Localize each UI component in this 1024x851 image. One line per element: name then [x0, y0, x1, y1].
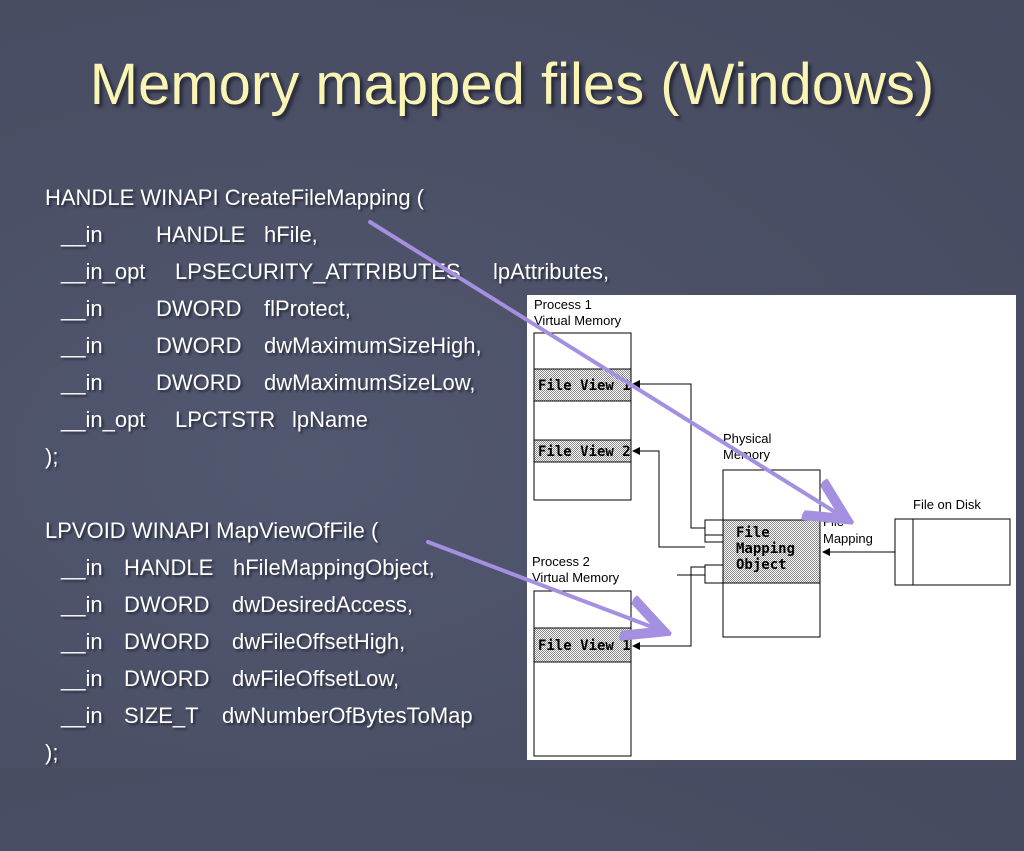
process2-label-line2: Virtual Memory	[532, 570, 620, 585]
slide-title: Memory mapped files (Windows)	[89, 52, 935, 117]
param-keyword: __in_opt	[61, 259, 146, 284]
param-name: lpName	[292, 407, 368, 432]
param-name: hFile,	[264, 222, 318, 247]
map-view-of-file-header: LPVOID WINAPI MapViewOfFile (	[45, 518, 379, 543]
process1-file-view-1-label: File View 1	[538, 378, 631, 394]
code-line: __in_opt LPCTSTR lpName	[45, 405, 368, 435]
process2-file-view-1-label: File View 1	[538, 638, 631, 654]
param-keyword: __in_opt	[61, 407, 146, 432]
process2-memory-box	[533, 590, 632, 757]
code-line: __in DWORD dwFileOffsetLow,	[45, 664, 399, 694]
file-mapping-object	[722, 519, 821, 584]
param-type: LPSECURITY_ATTRIBUTES	[175, 259, 461, 284]
param-keyword: __in	[61, 333, 103, 358]
param-type: LPCTSTR	[175, 407, 276, 432]
create-file-mapping-header: HANDLE WINAPI CreateFileMapping (	[45, 185, 425, 210]
param-keyword: __in	[61, 370, 103, 395]
param-name: dwMaximumSizeHigh,	[264, 333, 482, 358]
param-name: dwFileOffsetHigh,	[232, 629, 406, 654]
param-name: dwNumberOfBytesToMap	[222, 703, 473, 728]
param-type: HANDLE	[156, 222, 246, 247]
file-mapping-object-label-1: File	[736, 525, 770, 541]
param-type: HANDLE	[124, 555, 214, 580]
memory-mapping-diagram: Process 1 Virtual Memory File View 1 Fil…	[527, 295, 1016, 760]
file-mapping-label-line2: Mapping	[823, 531, 873, 546]
param-type: DWORD	[156, 333, 242, 358]
code-line: __in DWORD dwMaximumSizeLow,	[45, 368, 476, 398]
file-on-disk-label: File on Disk	[913, 497, 981, 512]
param-type: DWORD	[124, 666, 210, 691]
param-name: dwMaximumSizeLow,	[264, 370, 476, 395]
code-line: __in SIZE_T dwNumberOfBytesToMap	[45, 701, 473, 731]
param-keyword: __in	[61, 703, 103, 728]
mapping-bracket-top	[704, 519, 723, 543]
param-name: hFileMappingObject,	[233, 555, 435, 580]
physical-memory-label-line1: Physical	[723, 431, 772, 446]
param-keyword: __in	[61, 222, 103, 247]
process1-file-view-2-label: File View 2	[538, 444, 631, 460]
process2-label-line1: Process 2	[532, 554, 590, 569]
code-line: __in DWORD flProtect,	[45, 294, 351, 324]
param-type: SIZE_T	[124, 703, 199, 728]
process1-memory-box	[533, 332, 632, 501]
mapping-bracket-bottom	[704, 564, 723, 584]
map-view-of-file-close: );	[45, 740, 59, 765]
process2-file-view-1	[533, 627, 632, 663]
param-type: DWORD	[156, 296, 242, 321]
param-name: dwFileOffsetLow,	[232, 666, 400, 691]
param-name: dwDesiredAccess,	[232, 592, 413, 617]
param-keyword: __in	[61, 555, 103, 580]
file-mapping-label-line1: File	[823, 514, 844, 529]
view2-connector	[632, 447, 705, 548]
file-on-disk-bracket	[894, 518, 913, 586]
param-type: DWORD	[124, 592, 210, 617]
param-keyword: __in	[61, 666, 103, 691]
param-keyword: __in	[61, 296, 103, 321]
file-on-disk-box	[912, 518, 1011, 586]
param-type: DWORD	[124, 629, 210, 654]
process1-label-line1: Process 1	[534, 297, 592, 312]
code-line: __in DWORD dwMaximumSizeHigh,	[45, 331, 482, 361]
param-name: lpAttributes,	[493, 259, 610, 284]
create-file-mapping-close: );	[45, 444, 59, 469]
code-line: __in DWORD dwFileOffsetHigh,	[45, 627, 405, 657]
process2-view1-connector	[632, 566, 705, 650]
param-name: flProtect,	[264, 296, 351, 321]
physical-memory-label-line2: Memory	[723, 447, 770, 462]
view1-connector	[632, 380, 705, 529]
code-line: __in_opt LPSECURITY_ATTRIBUTES lpAttribu…	[45, 257, 609, 287]
code-line: __in HANDLE hFile,	[45, 220, 318, 250]
code-line: __in DWORD dwDesiredAccess,	[45, 590, 413, 620]
file-mapping-object-label-3: Object	[736, 557, 787, 573]
param-keyword: __in	[61, 592, 103, 617]
file-mapping-object-label-2: Mapping	[736, 541, 795, 557]
code-line: __in HANDLE hFileMappingObject,	[45, 553, 435, 583]
param-type: DWORD	[156, 370, 242, 395]
process1-label-line2: Virtual Memory	[534, 313, 622, 328]
param-keyword: __in	[61, 629, 103, 654]
